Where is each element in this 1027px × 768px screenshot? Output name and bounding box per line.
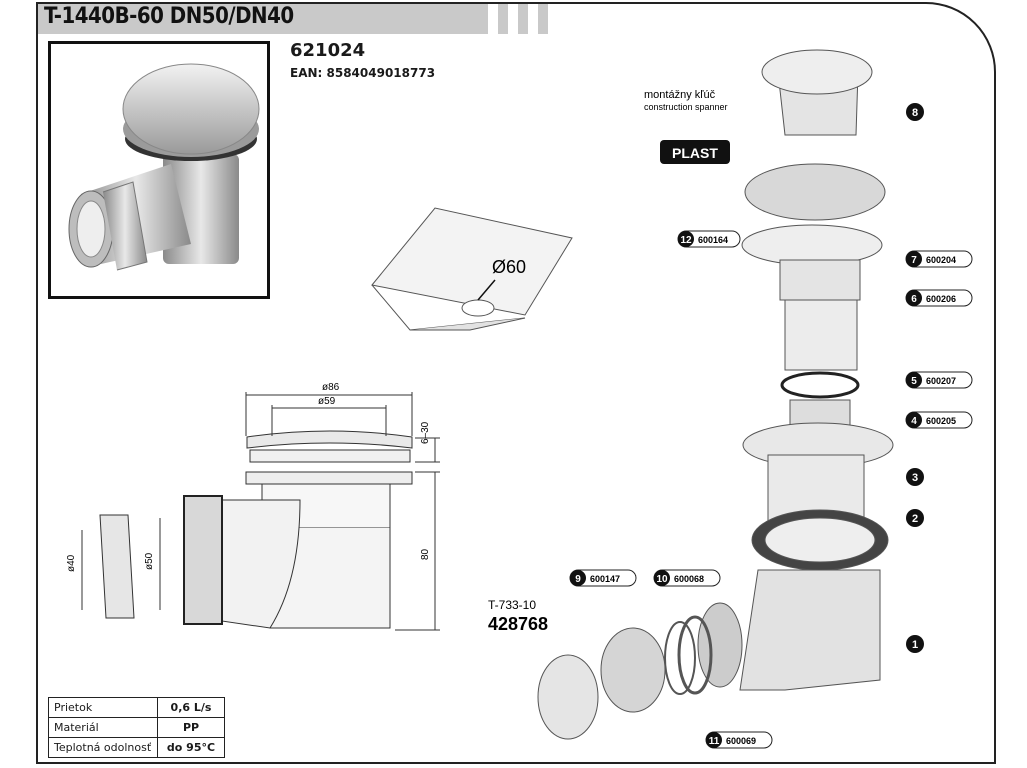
svg-text:600068: 600068	[674, 574, 704, 584]
part-label: 7 600204	[905, 250, 973, 268]
product-photo	[48, 41, 270, 299]
svg-text:3: 3	[912, 472, 918, 484]
dim-50: ø50	[144, 552, 155, 570]
svg-text:10: 10	[656, 574, 668, 585]
section-drawing	[81, 392, 440, 631]
svg-text:11: 11	[709, 736, 720, 747]
corner-tray	[371, 207, 573, 331]
adapter-model: T-733-10	[488, 598, 536, 612]
part-label: 11 600069	[705, 731, 773, 749]
part-label: 12 600164	[677, 230, 741, 248]
svg-text:7: 7	[911, 255, 917, 266]
dim-86: ø86	[322, 382, 340, 393]
dim-40: ø40	[66, 554, 77, 572]
svg-text:9: 9	[575, 574, 581, 585]
part-label: 10 600068	[653, 569, 721, 587]
part-label: 3	[906, 468, 924, 486]
exploded-view	[537, 49, 894, 740]
svg-text:8: 8	[912, 107, 918, 119]
svg-text:12: 12	[680, 235, 692, 246]
part-label: 1	[906, 635, 924, 653]
sheet-border	[36, 2, 996, 764]
plast-label: PLAST	[672, 145, 718, 161]
svg-text:600204: 600204	[926, 255, 956, 265]
svg-text:1: 1	[912, 639, 918, 651]
svg-text:600164: 600164	[698, 235, 728, 245]
part-label: 4 600205	[905, 411, 973, 429]
part-label: 9 600147	[569, 569, 637, 587]
product-code: 621024	[290, 40, 366, 61]
spanner-label-en: construction spanner	[644, 102, 728, 112]
product-ean: EAN: 8584049018773	[290, 66, 436, 80]
svg-text:4: 4	[911, 416, 917, 427]
dim-80: 80	[420, 548, 431, 560]
corner-diameter-label: Ø60	[492, 257, 526, 277]
page-title: T-1440B-60 DN50/DN40	[44, 4, 294, 29]
dim-59: ø59	[318, 396, 336, 407]
part-label: 6 600206	[905, 289, 973, 307]
adapter-code: 428768	[488, 614, 548, 634]
svg-text:600205: 600205	[926, 416, 956, 426]
svg-text:6: 6	[911, 294, 917, 305]
svg-text:600207: 600207	[926, 376, 956, 386]
plast-badge	[660, 140, 730, 164]
svg-text:600069: 600069	[726, 736, 756, 746]
spanner-label-sk: montážny kľúč	[644, 89, 716, 101]
part-label: 8	[906, 103, 924, 121]
svg-text:2: 2	[912, 513, 918, 525]
part-label: 5 600207	[905, 371, 973, 389]
svg-text:600206: 600206	[926, 294, 956, 304]
part-label: 2	[906, 509, 924, 527]
svg-text:600147: 600147	[590, 574, 620, 584]
dim-6-30: 6–30	[420, 421, 431, 444]
header-bar	[38, 4, 558, 34]
svg-text:5: 5	[911, 376, 917, 387]
